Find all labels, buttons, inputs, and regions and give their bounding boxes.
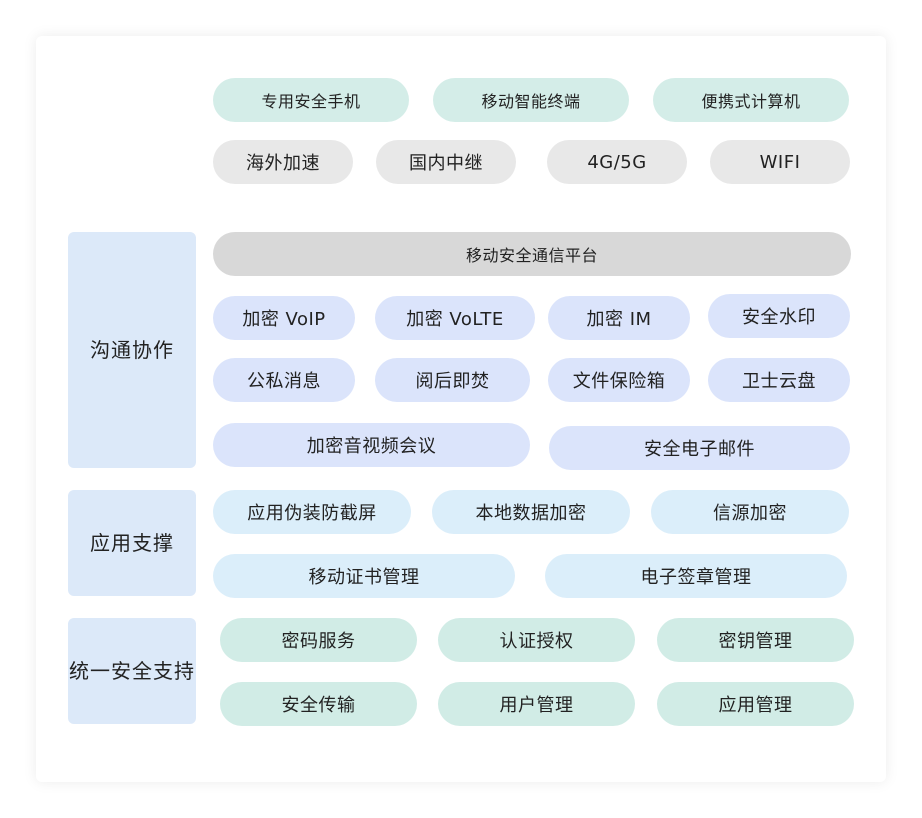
network-overseas-acceleration[interactable]: 海外加速 [213, 140, 353, 184]
network-wifi[interactable]: WIFI [710, 140, 850, 184]
network-domestic-relay[interactable]: 国内中继 [376, 140, 516, 184]
support-mobile-cert-management[interactable]: 移动证书管理 [213, 554, 515, 598]
network-4g-5g[interactable]: 4G/5G [547, 140, 687, 184]
support-local-data-encryption[interactable]: 本地数据加密 [432, 490, 630, 534]
section-label-line1: 统一安全 [69, 659, 153, 683]
support-source-encryption[interactable]: 信源加密 [651, 490, 849, 534]
support-app-disguise-anti-screenshot[interactable]: 应用伪装防截屏 [213, 490, 411, 534]
section-label-line2: 支持 [153, 659, 195, 683]
feature-secure-watermark[interactable]: 安全水印 [708, 294, 850, 338]
feature-encrypted-im[interactable]: 加密 IM [548, 296, 690, 340]
feature-encrypted-voip[interactable]: 加密 VoIP [213, 296, 355, 340]
security-app-management[interactable]: 应用管理 [657, 682, 854, 726]
terminal-secure-phone[interactable]: 专用安全手机 [213, 78, 409, 122]
section-label-app-support: 应用支撑 [68, 490, 196, 596]
security-crypto-service[interactable]: 密码服务 [220, 618, 417, 662]
feature-private-messages[interactable]: 公私消息 [213, 358, 355, 402]
section-label-communication: 沟通协作 [68, 232, 196, 468]
security-user-management[interactable]: 用户管理 [438, 682, 635, 726]
feature-file-vault[interactable]: 文件保险箱 [548, 358, 690, 402]
feature-secure-email[interactable]: 安全电子邮件 [549, 426, 850, 470]
feature-burn-after-reading[interactable]: 阅后即焚 [375, 358, 530, 402]
feature-encrypted-av-meeting[interactable]: 加密音视频会议 [213, 423, 530, 467]
terminal-mobile-smart[interactable]: 移动智能终端 [433, 78, 629, 122]
security-auth-authorization[interactable]: 认证授权 [438, 618, 635, 662]
terminal-portable-computer[interactable]: 便携式计算机 [653, 78, 849, 122]
section-label-unified-security: 统一安全 支持 [68, 618, 196, 724]
feature-encrypted-volte[interactable]: 加密 VoLTE [375, 296, 535, 340]
security-secure-transmission[interactable]: 安全传输 [220, 682, 417, 726]
platform-mobile-secure-comm[interactable]: 移动安全通信平台 [213, 232, 851, 276]
security-key-management[interactable]: 密钥管理 [657, 618, 854, 662]
feature-guard-cloud-disk[interactable]: 卫士云盘 [708, 358, 850, 402]
support-e-signature-management[interactable]: 电子签章管理 [545, 554, 847, 598]
